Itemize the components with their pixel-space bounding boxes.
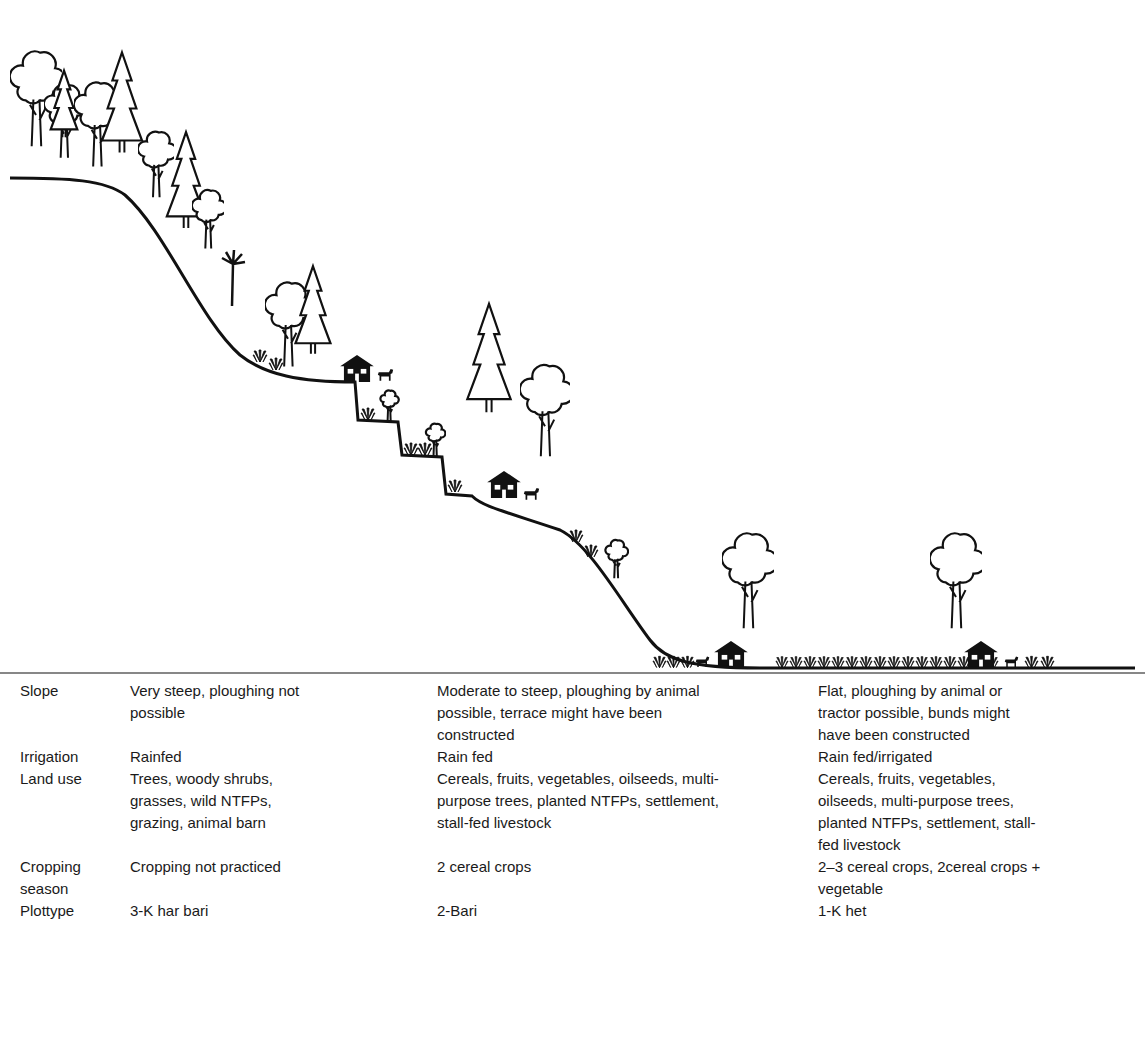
- table-cell-wrap: Trees, woody shrubs, grasses, wild NTFPs…: [130, 768, 437, 856]
- table-cell: Rain fed: [437, 746, 739, 768]
- table-cell: Trees, woody shrubs, grasses, wild NTFPs…: [130, 768, 302, 834]
- table-cell-wrap: Flat, ploughing by animal or tractor pos…: [818, 680, 1138, 746]
- table-cell: Cereals, fruits, vegetables, oilseeds, m…: [818, 768, 1044, 856]
- table-cell: 2–3 cereal crops, 2cereal crops + vegeta…: [818, 856, 1044, 900]
- table-cell-wrap: Moderate to steep, ploughing by animal p…: [437, 680, 818, 746]
- table-cell: Rainfed: [130, 746, 302, 768]
- table-cell: 2-Bari: [437, 900, 739, 922]
- table-cell-wrap: Irrigation: [20, 746, 130, 768]
- table-cell-wrap: 2–3 cereal crops, 2cereal crops + vegeta…: [818, 856, 1138, 900]
- table-cell-wrap: Rain fed: [437, 746, 818, 768]
- row-header: Plottype: [20, 900, 112, 922]
- table-cell-wrap: 1-K het: [818, 900, 1138, 922]
- table-cell-wrap: Cropping season: [20, 856, 130, 900]
- table-cell-wrap: Very steep, ploughing not possible: [130, 680, 437, 746]
- table-cell-wrap: Rain fed/irrigated: [818, 746, 1138, 768]
- table-cell: Cropping not practiced: [130, 856, 302, 878]
- table-cell-wrap: Cereals, fruits, vegetables, oilseeds, m…: [818, 768, 1138, 856]
- table-cell-wrap: 2 cereal crops: [437, 856, 818, 900]
- table-cell-wrap: Plottype: [20, 900, 130, 922]
- row-header: Cropping season: [20, 856, 112, 900]
- row-header: Irrigation: [20, 746, 112, 768]
- table-cell-wrap: Slope: [20, 680, 130, 746]
- row-header: Slope: [20, 680, 112, 702]
- table-cell-wrap: Land use: [20, 768, 130, 856]
- table-cell: Rain fed/irrigated: [818, 746, 1044, 768]
- table-cell: 2 cereal crops: [437, 856, 739, 878]
- table-cell-wrap: 2-Bari: [437, 900, 818, 922]
- table-cell-wrap: 3-K har bari: [130, 900, 437, 922]
- table-cell: 1-K het: [818, 900, 1044, 922]
- table-cell: Very steep, ploughing not possible: [130, 680, 302, 724]
- table-cell: Cereals, fruits, vegetables, oilseeds, m…: [437, 768, 739, 834]
- table-cell: Flat, ploughing by animal or tractor pos…: [818, 680, 1044, 746]
- table-cell-wrap: Rainfed: [130, 746, 437, 768]
- row-header: Land use: [20, 768, 112, 790]
- table-cell-wrap: Cereals, fruits, vegetables, oilseeds, m…: [437, 768, 818, 856]
- table-cell-wrap: Cropping not practiced: [130, 856, 437, 900]
- attribute-table: Slope Very steep, ploughing not possible M…: [20, 680, 1138, 922]
- table-cell: 3-K har bari: [130, 900, 302, 922]
- table-cell: Moderate to steep, ploughing by animal p…: [437, 680, 739, 746]
